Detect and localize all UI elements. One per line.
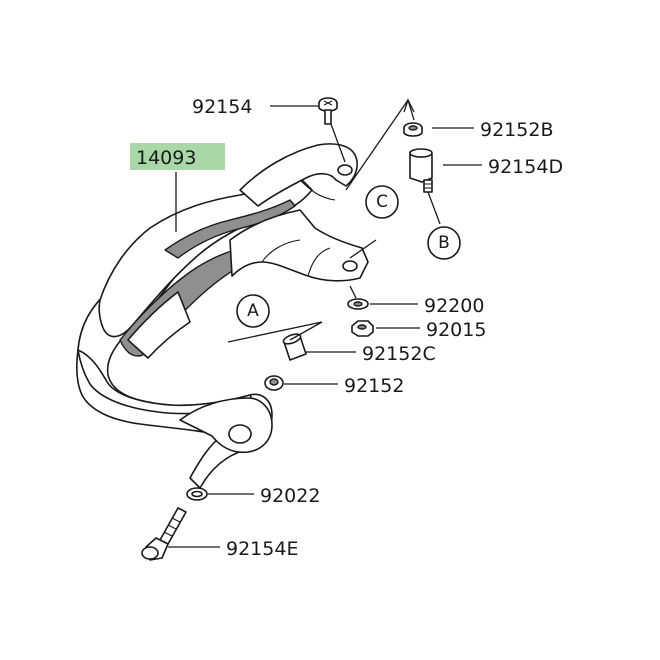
cover-inner-window: [127, 291, 191, 359]
mount-arm-upper: [239, 143, 358, 207]
label-92154: 92154: [192, 96, 252, 118]
ref-mark-a-label: A: [247, 301, 259, 321]
washer-92022: [186, 487, 208, 501]
label-92154E: 92154E: [226, 538, 298, 560]
ref-mark-b-label: B: [438, 233, 450, 253]
mount-hole: [228, 424, 252, 444]
cover-upper-stripe: [164, 199, 296, 259]
label-main-part: 14093: [136, 147, 196, 169]
washer-92200: [347, 298, 369, 310]
collar-92152C: [282, 333, 307, 361]
ref-mark-c-label: C: [376, 192, 388, 212]
screw-92154: [318, 97, 338, 125]
arm-upper-hole: [337, 164, 353, 176]
label-92152C: 92152C: [362, 343, 436, 365]
ref-mark-a: A: [236, 294, 270, 328]
collar-92152B: [403, 122, 423, 137]
bracket-hole: [342, 260, 358, 272]
main-part-highlight: [130, 143, 225, 170]
label-92022: 92022: [260, 485, 320, 507]
label-92152: 92152: [344, 375, 404, 397]
nut-92015: [351, 320, 374, 337]
label-92154D: 92154D: [488, 156, 563, 178]
ref-mark-b: B: [427, 226, 461, 260]
label-92200: 92200: [424, 295, 484, 317]
ref-mark-c: C: [365, 185, 399, 219]
bolt-92154E: [141, 507, 187, 561]
label-92152B: 92152B: [480, 119, 553, 141]
label-92015: 92015: [426, 319, 486, 341]
spacer-92154D: [409, 148, 433, 193]
inner-bracket: [229, 209, 369, 282]
grommet-92152: [264, 375, 284, 391]
cover-assembly: [76, 143, 369, 489]
